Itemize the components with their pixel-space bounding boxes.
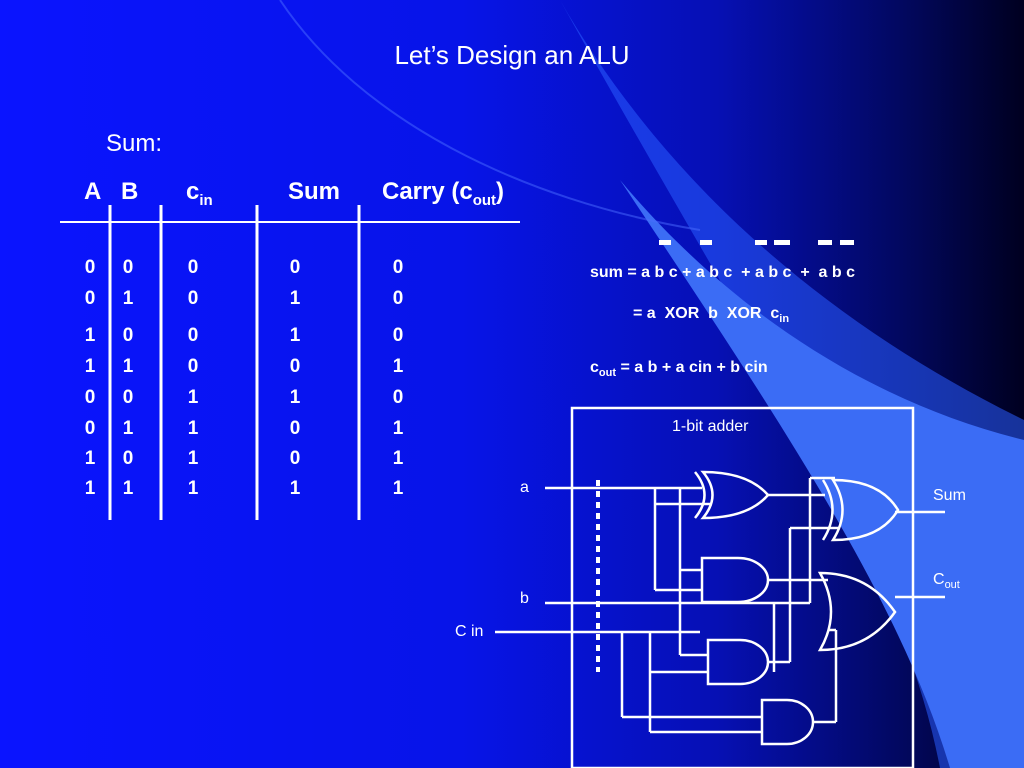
table-cell-a: 0: [84, 387, 96, 408]
output-cout-label: Cout: [933, 571, 960, 592]
xor-gate-1: [700, 470, 770, 520]
table-grid: [60, 205, 520, 520]
table-cell-sum: 1: [289, 478, 301, 499]
table-cell-b: 0: [122, 325, 134, 346]
xor-gate-2-back: [821, 479, 834, 541]
adder-box: [570, 406, 915, 768]
header-sum: Sum: [288, 178, 341, 205]
table-cell-b: 1: [122, 478, 134, 499]
table-cell-carry: 1: [392, 356, 404, 377]
input-b-label: b: [520, 590, 529, 607]
table-cell-cin: 0: [187, 288, 199, 309]
circuit-title: 1-bit adder: [672, 418, 749, 435]
table-cell-b: 0: [122, 448, 134, 469]
overbars: [659, 240, 854, 245]
table-cell-carry: 1: [392, 418, 404, 439]
table-cell-b: 0: [122, 257, 134, 278]
header-carry: Carry (cout): [382, 178, 505, 209]
table-cell-sum: 0: [289, 356, 301, 377]
xor-equation: = a XOR b XOR cin: [633, 305, 790, 326]
xor-gate-2: [830, 478, 900, 542]
table-cell-sum: 0: [289, 257, 301, 278]
table-cell-sum: 0: [289, 418, 301, 439]
table-cell-b: 0: [122, 387, 134, 408]
table-cell-sum: 0: [289, 448, 301, 469]
table-cell-cin: 1: [187, 448, 199, 469]
and-gate-2: [706, 638, 770, 686]
table-cell-a: 1: [84, 478, 96, 499]
header-b: B: [121, 178, 139, 205]
and-gate-1: [700, 556, 770, 604]
sum-equation: sum = a b c + a b c + a b c + a b c: [590, 264, 856, 281]
table-cell-carry: 0: [392, 257, 404, 278]
table-cell-carry: 1: [392, 448, 404, 469]
table-cell-sum: 1: [289, 325, 301, 346]
and-gate-3: [760, 698, 815, 746]
table-cell-a: 0: [84, 418, 96, 439]
section-label: Sum:: [106, 130, 163, 157]
table-cell-a: 1: [84, 356, 96, 377]
table-cell-cin: 1: [187, 387, 199, 408]
slide-title: Let’s Design an ALU: [394, 40, 630, 70]
table-cell-carry: 0: [392, 387, 404, 408]
table-cell-cin: 0: [187, 257, 199, 278]
table-cell-b: 1: [122, 288, 134, 309]
xor-gate-1-back: [694, 471, 706, 519]
table-cell-sum: 1: [289, 288, 301, 309]
table-cell-cin: 0: [187, 325, 199, 346]
table-cell-carry: 1: [392, 478, 404, 499]
input-a-label: a: [520, 479, 529, 496]
table-cell-b: 1: [122, 418, 134, 439]
table-cell-a: 1: [84, 325, 96, 346]
header-a: A: [84, 178, 102, 205]
or-gate: [817, 571, 897, 652]
output-sum-label: Sum: [933, 487, 966, 504]
table-cell-cin: 0: [187, 356, 199, 377]
table-cell-carry: 0: [392, 325, 404, 346]
table-cell-carry: 0: [392, 288, 404, 309]
cout-equation: cout = a b + a cin + b cin: [590, 359, 768, 380]
table-cell-sum: 1: [289, 387, 301, 408]
input-cin-label: C in: [455, 623, 484, 640]
table-cell-a: 0: [84, 288, 96, 309]
table-cell-cin: 1: [187, 478, 199, 499]
header-cin: cin: [186, 178, 213, 209]
table-cell-a: 0: [84, 257, 96, 278]
table-cell-b: 1: [122, 356, 134, 377]
table-cell-a: 1: [84, 448, 96, 469]
table-cell-cin: 1: [187, 418, 199, 439]
